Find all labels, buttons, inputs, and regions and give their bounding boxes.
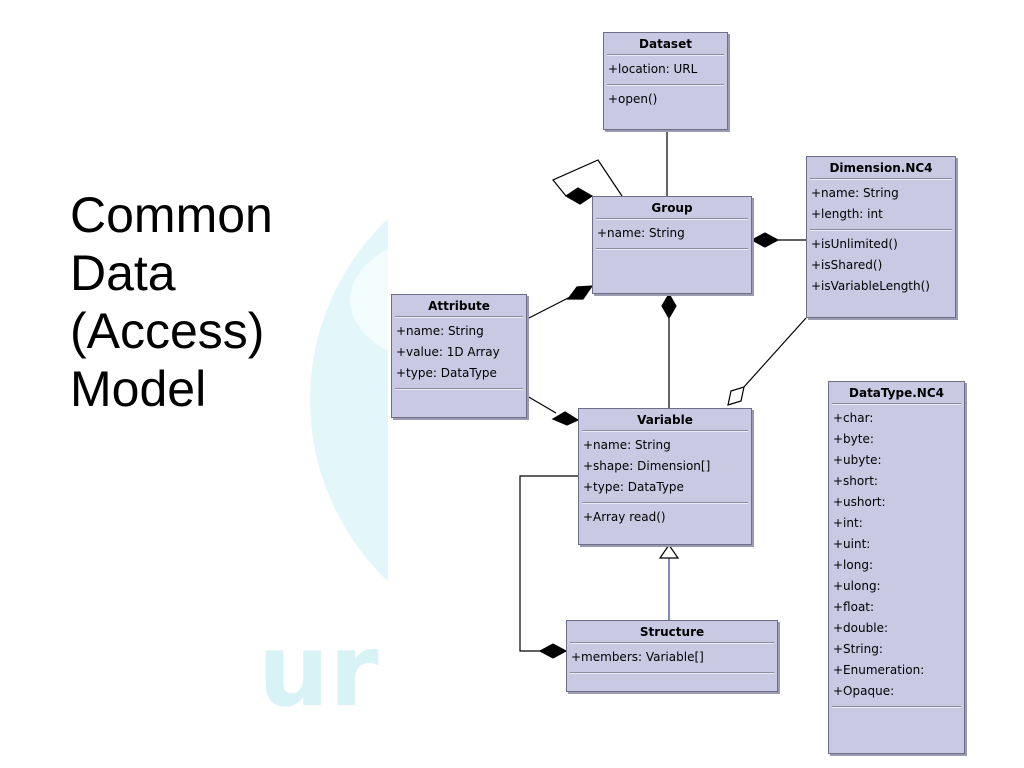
operation-line: +isUnlimited() [811,237,898,251]
class-dimension-nc4[interactable]: Dimension.NC4 +name: String +length: int… [806,156,956,318]
attribute-line: +double: [833,621,888,635]
divider [810,229,952,231]
operation-line: +Array read() [583,510,666,524]
divider [582,502,748,504]
class-name: Attribute [428,299,490,313]
attribute-line: +name: String [583,438,671,452]
group-self-composition-line [552,159,623,197]
divider [395,388,523,390]
divider [570,642,774,644]
class-dataset[interactable]: Dataset +location: URL +open() [603,32,728,130]
attribute-line: +short: [833,474,878,488]
operations-section: +open() [604,86,727,114]
class-name: Dimension.NC4 [829,161,933,175]
divider [607,54,724,56]
attribute-line: +ulong: [833,579,881,593]
attribute-line: +int: [833,516,863,530]
attribute-variable-diamond [551,411,580,426]
class-name: Structure [639,625,705,639]
divider [395,316,523,318]
attribute-line: +name: String [396,324,484,338]
attribute-line: +location: URL [608,62,698,76]
operation-line: +open() [608,92,658,106]
operation-line: +isShared() [811,258,883,272]
attribute-line: +long: [833,558,873,572]
class-name: DataType.NC4 [849,386,944,400]
class-name: Dataset [639,37,692,51]
attribute-line: +uint: [833,537,871,551]
attribute-line: +name: String [597,226,685,240]
attribute-line: +type: DataType [396,366,497,380]
attribute-line: +float: [833,600,875,614]
attribute-line: +ubyte: [833,453,882,467]
watermark-text: ur [258,612,379,729]
attribute-line: +ushort: [833,495,886,509]
variable-structure-diamond [538,643,568,659]
attributes-section: +members: Variable[] [567,644,777,672]
class-name: Group [651,201,693,215]
divider [832,706,961,708]
attribute-line: +name: String [811,186,899,200]
title-line-1: Common [70,187,273,243]
dimension-variable-line [742,317,807,389]
attribute-line: +value: 1D Array [396,345,500,359]
title-line-2: Data [70,245,176,301]
operations-section: +Array read() [579,504,751,532]
divider [607,84,724,86]
dimension-variable-hollow-diamond [727,386,745,406]
inheritance-triangle [658,543,680,559]
attribute-line: +shape: Dimension[] [583,459,711,473]
class-datatype-nc4[interactable]: DataType.NC4 +char: +byte: +ubyte: +shor… [828,381,965,754]
group-self-composition-diamond [564,187,594,205]
group-variable-diamond [661,292,677,320]
attribute-line: +type: DataType [583,480,684,494]
attribute-line: +String: [833,642,883,656]
class-variable[interactable]: Variable +name: String +shape: Dimension… [578,408,752,545]
attribute-line: +Enumeration: [833,663,925,677]
attributes-section: +location: URL [604,56,727,84]
title-line-4: Model [70,361,207,417]
group-attribute-line [526,296,571,320]
attribute-variable-line [526,395,557,414]
watermark-highlight [350,248,388,352]
operations-section: +isUnlimited() +isShared() +isVariableLe… [807,231,955,301]
group-dimension-diamond [750,232,780,248]
attributes-section: +char: +byte: +ubyte: +short: +ushort: +… [829,405,964,706]
attribute-line: +members: Variable[] [571,650,704,664]
divider [570,672,774,674]
attribute-line: +char: [833,411,874,425]
attribute-line: +byte: [833,432,874,446]
class-group[interactable]: Group +name: String [592,196,752,294]
attribute-line: +Opaque: [833,684,895,698]
title-line-3: (Access) [70,303,265,359]
operation-line: +isVariableLength() [811,279,930,293]
attributes-section: +name: String +length: int [807,180,955,229]
divider [596,218,748,220]
variable-structure-line [519,475,578,652]
group-attribute-diamond [566,285,594,300]
class-attribute[interactable]: Attribute +name: String +value: 1D Array… [391,294,527,418]
attributes-section: +name: String +value: 1D Array +type: Da… [392,318,526,388]
attributes-section: +name: String [593,220,751,248]
attributes-section: +name: String +shape: Dimension[] +type:… [579,432,751,502]
divider [810,178,952,180]
divider [832,403,961,405]
divider [596,248,748,250]
attribute-line: +length: int [811,207,883,221]
divider [582,430,748,432]
slide-title: Common Data (Access) Model [70,186,370,418]
class-name: Variable [637,413,693,427]
class-structure[interactable]: Structure +members: Variable[] [566,620,778,692]
